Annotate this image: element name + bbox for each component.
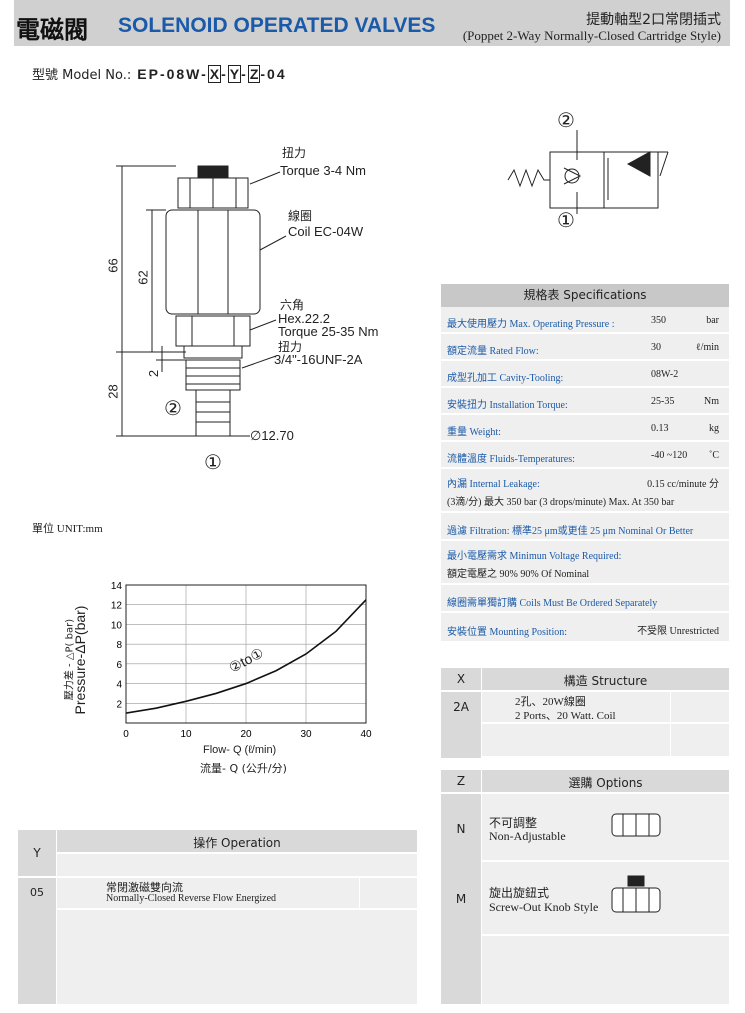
structure-desc-cn: 2孔、20W線圈 [515, 696, 586, 708]
thread-label: 3/4"-16UNF-2A [274, 352, 363, 367]
operation-code: 05 [30, 886, 44, 899]
options-table: Z 選購 Options N 不可調整 Non-Adjustable M 旋出旋… [441, 770, 729, 1004]
model-number: 型號 Model No.:EP-08W-X-Y-Z-04 [32, 65, 287, 83]
dim-28: 28 [105, 384, 121, 399]
operation-desc-cn: 常閉激磁雙向流 [106, 882, 183, 894]
port-1-label: ① [204, 452, 222, 474]
spec-table: 規格表 Specifications 最大使用壓力 Max. Operating… [441, 284, 729, 643]
torque2-label: Torque 25-35 Nm [278, 324, 379, 339]
dim-66: 66 [105, 258, 121, 273]
options-col-z: Z [456, 774, 466, 788]
non-adjustable-nut-icon [611, 813, 661, 837]
plot-frame [125, 584, 367, 724]
x-tick-label: 40 [360, 729, 372, 740]
header-bar [14, 0, 730, 46]
x-tick-label: 0 [123, 729, 129, 740]
hex-label: Hex.22.2 [278, 311, 331, 326]
operation-table: Y 操作 Operation 05 常閉激磁雙向流 Normally-Close… [18, 830, 417, 1004]
coil-label: Coil EC-04W [288, 224, 364, 239]
operation-desc-en: Normally-Closed Reverse Flow Energized [106, 893, 277, 904]
spec-row: 成型孔加工 Cavity-Tooling:08W-2 [441, 361, 729, 388]
subtitle-cn: 提動軸型2口常閉插式 [586, 12, 721, 28]
cartridge-drawing [116, 165, 287, 437]
option-m-cn: 旋出旋鈕式 [489, 886, 550, 900]
pressure-flow-chart: 0 10 20 30 40 2 4 6 8 10 12 14 [111, 581, 372, 740]
diameter-label: ∅12.70 [250, 428, 294, 443]
series-line [125, 599, 367, 714]
title-cn: 電磁閥 [16, 16, 88, 44]
spec-row-min-voltage: 最小電壓需求 Minimun Voltage Required: 額定電壓之 9… [441, 541, 729, 585]
operation-col-title: 操作 Operation [193, 836, 281, 850]
option-m-en: Screw-Out Knob Style [489, 900, 599, 914]
option-n-code: N [456, 822, 466, 836]
spec-row: 流體溫度 Fluids-Temperatures:-40 ~120˚C [441, 442, 729, 469]
structure-table: X 構造 Structure 2A 2孔、20W線圈 2 Ports、20 Wa… [441, 668, 729, 758]
dim-62: 62 [135, 270, 151, 285]
dim-2: 2 [146, 369, 162, 378]
y-tick-label: 6 [116, 660, 122, 671]
symbol-port-2: ② [557, 110, 575, 132]
x-tick-label: 30 [300, 729, 312, 740]
spec-row-coils: 線圈需單獨訂購 Coils Must Be Ordered Separately [441, 585, 729, 613]
hydraulic-symbol [507, 130, 669, 214]
screw-out-knob-icon [611, 875, 661, 913]
y-tick-label: 12 [111, 601, 123, 612]
y-tick-label: 8 [116, 640, 122, 651]
symbol-port-1: ① [557, 210, 575, 232]
y-tick-label: 2 [116, 699, 122, 710]
y-tick-label: 14 [111, 581, 123, 592]
spec-row-leakage: 內漏 Internal Leakage: 0.15 cc/minute 分 (3… [441, 469, 729, 513]
structure-desc-en: 2 Ports、20 Watt. Coil [515, 710, 616, 722]
structure-code: 2A [453, 700, 469, 714]
operation-col-y: Y [33, 846, 41, 860]
hex-cn: 六角 [280, 298, 305, 312]
structure-col-title: 構造 Structure [563, 674, 648, 688]
x-axis-label: Flow- Q (ℓ/min) [203, 744, 277, 756]
y-axis-label-cn: 壓力差 - △P( bar) [64, 618, 76, 701]
coil-cn: 線圈 [288, 209, 313, 223]
structure-col-x: X [456, 672, 466, 686]
torque-label: Torque 3-4 Nm [280, 163, 366, 178]
option-n-cn: 不可調整 [489, 816, 538, 830]
port-2-label: ② [164, 398, 182, 420]
x-axis-label-cn: 流量- Q (公升/分) [200, 762, 287, 775]
torque2-cn: 扭力 [278, 340, 303, 354]
y-tick-label: 10 [111, 620, 123, 631]
x-tick-label: 10 [180, 729, 192, 740]
option-n-en: Non-Adjustable [489, 829, 566, 843]
x-tick-label: 20 [240, 729, 252, 740]
unit-label: 單位 UNIT:mm [32, 523, 103, 535]
spec-title: 規格表 Specifications [441, 284, 729, 307]
y-tick-label: 4 [116, 680, 122, 691]
title-en: SOLENOID OPERATED VALVES [118, 14, 436, 37]
spec-row-mounting: 安裝位置 Mounting Position: 不受限 Unrestricted [441, 613, 729, 643]
subtitle-en: (Poppet 2-Way Normally-Closed Cartridge … [462, 28, 721, 43]
options-col-title: 選購 Options [568, 776, 643, 790]
spec-row-filtration: 過濾 Filtration: 標準25 μm或更佳 25 μm Nominal … [441, 513, 729, 541]
torque-cn: 扭力 [282, 146, 307, 160]
option-m-code: M [455, 892, 467, 906]
